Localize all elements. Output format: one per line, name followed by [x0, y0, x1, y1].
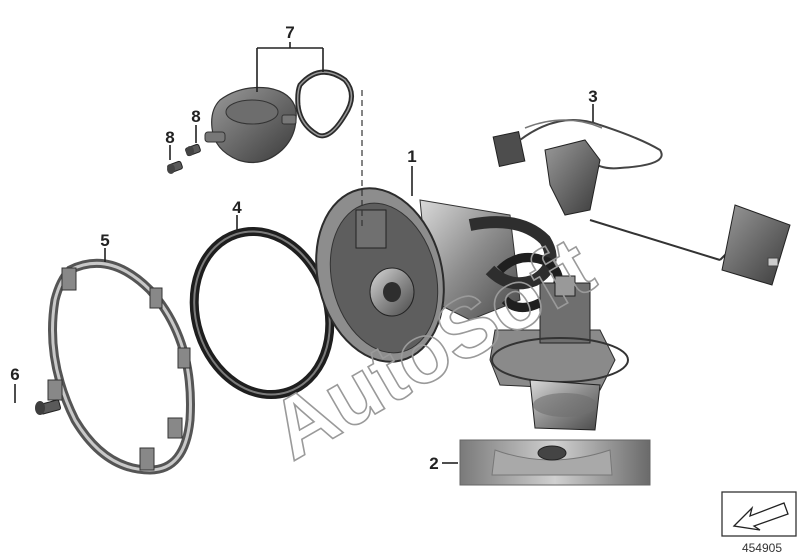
- callout-2: 2: [429, 454, 438, 473]
- orientation-arrow-icon: [721, 491, 797, 537]
- callout-4: 4: [232, 198, 242, 217]
- callout-5: 5: [100, 231, 109, 250]
- part-3-level-sensor: [492, 119, 791, 286]
- part-6-screw: [35, 399, 62, 415]
- callout-6: 6: [10, 365, 19, 384]
- callout-8-lower: 8: [165, 128, 174, 147]
- callout-7: 7: [285, 23, 294, 42]
- part-7-connector-assembly: [204, 69, 354, 163]
- part-2-base-plate: [459, 439, 651, 486]
- callout-8-upper: 8: [191, 107, 200, 126]
- leader-lines: [14, 42, 594, 464]
- part-5-retaining-ring: [47, 258, 195, 475]
- callout-3: 3: [588, 87, 597, 106]
- part-8-screws: [167, 143, 201, 174]
- reference-number: 454905: [742, 541, 782, 555]
- callout-labels: 1 2 3 4 5 6 7 8 8: [10, 23, 597, 473]
- callout-1: 1: [407, 147, 416, 166]
- pump-module-lower: [489, 275, 629, 431]
- part-1-fuel-pump-flange: [315, 187, 563, 363]
